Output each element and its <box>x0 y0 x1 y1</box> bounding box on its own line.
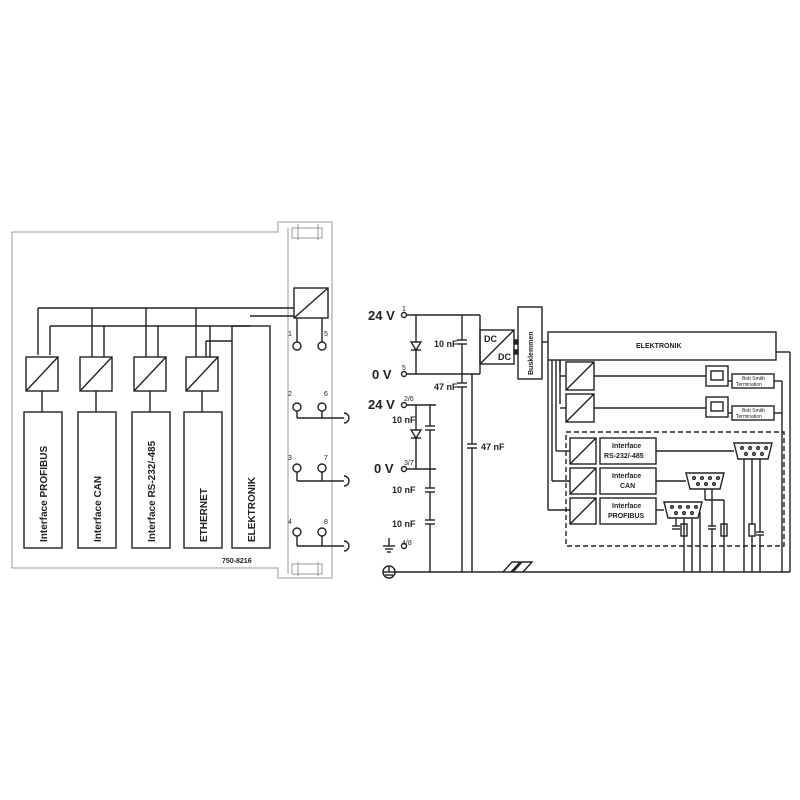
terminal-label-7: 7 <box>324 455 328 462</box>
block-elektronik <box>231 325 271 549</box>
label-if-can-line1: Interface <box>612 473 641 480</box>
terminal-label-4: 4 <box>288 519 292 526</box>
terminal-label-3: 3 <box>288 455 292 462</box>
label-interface-rs232: Interface RS-232/-485 <box>147 440 158 542</box>
label-10nf-a: 10 nF <box>434 339 458 349</box>
diode-top <box>409 341 423 352</box>
label-0v-bottom: 0 V <box>374 461 394 476</box>
module-dcdc-diagonal <box>293 287 329 319</box>
label-if-rs-line2: RS-232/-485 <box>604 453 644 460</box>
interface-can-row <box>552 467 686 495</box>
node-24v-top <box>400 311 408 319</box>
isolator-term-2 <box>565 393 706 423</box>
interface-group <box>565 431 785 547</box>
label-47nf-a: 47 nF <box>434 382 458 392</box>
label-47nf-b: 47 nF <box>481 442 505 452</box>
isolator-term-1 <box>565 361 706 391</box>
label-pin-5: 5 <box>402 365 406 372</box>
terminal-group-2 <box>292 402 350 424</box>
diode-bottom <box>409 429 423 440</box>
module-outline <box>11 221 333 579</box>
label-if-pb-line2: PROFIBUS <box>608 513 645 520</box>
isolator-can <box>79 308 113 412</box>
part-number: 750-8216 <box>222 558 252 565</box>
terminal-group-1 <box>292 318 327 351</box>
block-ethernet <box>183 411 223 549</box>
label-pin-1: 1 <box>402 306 406 313</box>
terminal-group-4 <box>292 527 350 552</box>
dsub-connector-can <box>685 472 725 501</box>
busklemmen-box <box>517 306 543 380</box>
isolator-ethernet <box>185 308 219 412</box>
node-0v-top <box>400 370 408 378</box>
block-interface-can <box>77 411 117 549</box>
interface-profibus-row <box>548 497 664 525</box>
label-interface-can: Interface CAN <box>93 476 104 542</box>
block-interface-rs232 <box>131 411 171 549</box>
terminal-label-5: 5 <box>324 331 328 338</box>
label-pin-37: 3/7 <box>404 460 414 467</box>
label-10nf-c: 10 nF <box>392 485 416 495</box>
isolator-profibus <box>25 356 59 412</box>
label-dc-bottom: DC <box>498 352 511 362</box>
label-interface-profibus: Interface PROFIBUS <box>39 446 50 542</box>
block-interface-profibus <box>23 411 63 549</box>
label-if-rs-line1: Interface <box>612 443 641 450</box>
label-term1-line1: Bob Smith <box>742 376 765 382</box>
rj45-port-1 <box>705 365 729 387</box>
din-rail-clip <box>502 561 534 573</box>
label-term1-line2: Termination <box>736 382 762 388</box>
label-0v-top: 0 V <box>372 367 392 382</box>
elektronik-block <box>547 331 777 361</box>
label-24v-bottom: 24 V <box>368 397 395 412</box>
label-if-can-line2: CAN <box>620 483 635 490</box>
isolator-rs232 <box>133 308 167 412</box>
terminal-label-6: 6 <box>324 391 328 398</box>
resistor-can <box>720 523 728 537</box>
resistor-rs232 <box>748 523 756 537</box>
label-pin-26: 2/6 <box>404 396 414 403</box>
label-if-pb-line1: Interface <box>612 503 641 510</box>
terminal-label-2: 2 <box>288 391 292 398</box>
label-pin-48: 4/8 <box>402 540 412 547</box>
label-ethernet: ETHERNET <box>199 488 210 542</box>
label-dc-top: DC <box>484 334 497 344</box>
rj45-port-2 <box>705 396 729 418</box>
terminal-group-3 <box>292 463 350 487</box>
label-term2-line2: Termination <box>736 414 762 420</box>
label-10nf-d: 10 nF <box>392 519 416 529</box>
terminal-label-1: 1 <box>288 331 292 338</box>
interface-rs232-row <box>556 437 734 465</box>
module-dcdc-converter <box>293 287 329 319</box>
terminal-label-8: 8 <box>324 519 328 526</box>
label-elektronik-block: ELEKTRONIK <box>636 343 682 350</box>
label-24v-top: 24 V <box>368 308 395 323</box>
dsub-connector-profibus <box>663 501 703 519</box>
label-10nf-b: 10 nF <box>392 415 416 425</box>
label-busklemmen: Busklemmen <box>528 331 535 375</box>
label-term2-line1: Bob Smith <box>742 408 765 414</box>
resistor-pb-1 <box>680 523 688 537</box>
label-elektronik: ELEKTRONIK <box>247 476 258 542</box>
node-24v-bottom <box>400 401 408 409</box>
node-pe <box>400 542 408 550</box>
node-0v-bottom <box>400 465 408 473</box>
dsub-connector-rs232 <box>733 442 773 460</box>
